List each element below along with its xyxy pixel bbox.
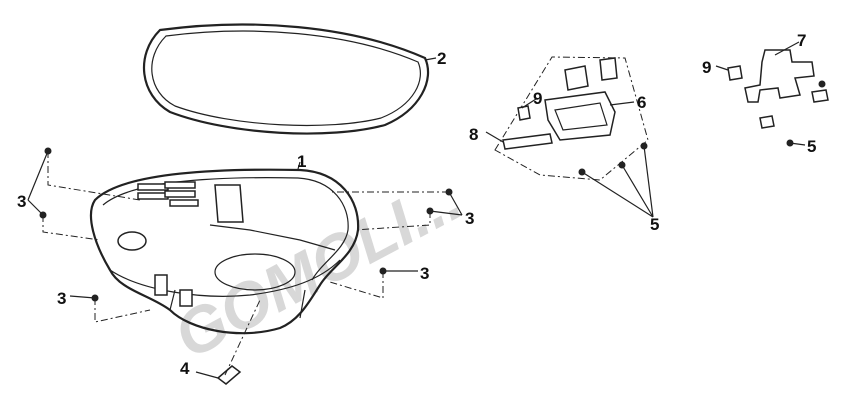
callout-5: 5	[807, 137, 816, 156]
latch-housing	[214, 184, 244, 223]
bolt-icon	[818, 80, 826, 88]
callout-3: 3	[17, 192, 26, 211]
callout-2: 2	[437, 49, 446, 68]
pad-9b	[727, 65, 743, 81]
callout-8: 8	[469, 125, 478, 144]
battery-bracket-group	[494, 56, 649, 181]
drain-hole	[117, 231, 147, 251]
seal-gasket	[142, 23, 430, 135]
callout-4: 4	[180, 359, 190, 378]
callout-3: 3	[465, 209, 474, 228]
strap-8	[502, 133, 553, 150]
mount-tab	[179, 289, 193, 307]
vent-slot	[164, 190, 196, 198]
callout-3: 3	[420, 264, 429, 283]
vent-slot	[137, 192, 169, 200]
pad-9	[517, 105, 531, 121]
callout-9: 9	[533, 89, 542, 108]
callout-7: 7	[797, 31, 806, 50]
vent-slot	[164, 181, 196, 189]
callout-9: 9	[702, 58, 711, 77]
callout-1: 1	[297, 152, 306, 171]
mount-tab	[154, 274, 168, 296]
vent-slot	[169, 199, 199, 207]
callout-5: 5	[650, 215, 659, 234]
clip-part	[216, 365, 242, 385]
bracket-7	[727, 49, 829, 129]
vent-slot	[137, 183, 169, 191]
leader-lines	[27, 41, 806, 379]
helmet-box	[90, 168, 360, 335]
callout-3: 3	[57, 289, 66, 308]
callout-6: 6	[637, 93, 646, 112]
